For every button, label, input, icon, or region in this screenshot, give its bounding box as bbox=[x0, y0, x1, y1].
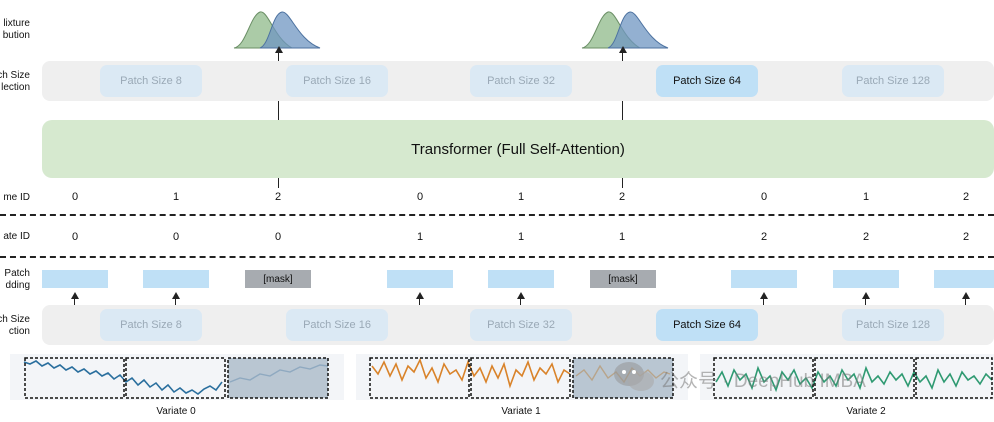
mixture-distribution-label: lixture bution bbox=[2, 18, 30, 41]
variate-id: 1 bbox=[517, 231, 525, 243]
variate-2-series bbox=[700, 354, 994, 400]
embed-arrow-head bbox=[172, 292, 180, 299]
embed-arrow-head bbox=[71, 292, 79, 299]
variate-id: 2 bbox=[962, 231, 970, 243]
variate-id: 0 bbox=[172, 231, 180, 243]
variate-label-1: Variate 1 bbox=[501, 406, 541, 417]
patch-size-16-bottom: Patch Size 16 bbox=[286, 309, 388, 341]
patch-size-128-bottom: Patch Size 128 bbox=[842, 309, 944, 341]
patch-embedding bbox=[488, 270, 554, 288]
embed-arrow-stem bbox=[520, 298, 521, 306]
embed-arrow-stem bbox=[965, 298, 966, 306]
variate-label-2: Variate 2 bbox=[846, 406, 886, 417]
variate-id: 0 bbox=[71, 231, 79, 243]
dist-arrow-stem-1 bbox=[278, 52, 279, 62]
patch-size-16-top: Patch Size 16 bbox=[286, 65, 388, 97]
variate-0-series bbox=[10, 354, 344, 400]
connector-top-1 bbox=[278, 101, 279, 120]
embed-arrow-head bbox=[862, 292, 870, 299]
embed-arrow-head bbox=[760, 292, 768, 299]
patch-size-selection-label-bottom: ch Size ction bbox=[0, 314, 30, 337]
embed-arrow-head bbox=[517, 292, 525, 299]
patch-size-selection-label-top: tch Size lection bbox=[0, 70, 30, 93]
patch-size-64-top: Patch Size 64 bbox=[656, 65, 758, 97]
embed-arrow-stem bbox=[419, 298, 420, 306]
embed-arrow-stem bbox=[763, 298, 764, 306]
dist-arrow-stem-2 bbox=[622, 52, 623, 62]
time-id: 0 bbox=[416, 191, 424, 203]
divider-dashed-2 bbox=[0, 256, 994, 258]
embed-arrow-stem bbox=[175, 298, 176, 306]
patch-embedding bbox=[934, 270, 994, 288]
patch-embedding bbox=[731, 270, 797, 288]
connector-mid-1 bbox=[278, 178, 279, 188]
patch-embedding bbox=[833, 270, 899, 288]
mask-token: [mask] bbox=[245, 270, 311, 288]
patch-size-64-bottom: Patch Size 64 bbox=[656, 309, 758, 341]
time-id: 0 bbox=[71, 191, 79, 203]
time-id: 1 bbox=[862, 191, 870, 203]
mixture-distribution-2 bbox=[581, 11, 669, 49]
patch-size-8-bottom: Patch Size 8 bbox=[100, 309, 202, 341]
embed-arrow-head bbox=[962, 292, 970, 299]
time-series-strip bbox=[10, 354, 994, 400]
time-id: 2 bbox=[274, 191, 282, 203]
time-id: 2 bbox=[618, 191, 626, 203]
mask-token: [mask] bbox=[590, 270, 656, 288]
transformer-block: Transformer (Full Self-Attention) bbox=[42, 120, 994, 178]
mixture-distribution-1 bbox=[233, 11, 321, 49]
patch-embedding-label: Patch dding bbox=[4, 268, 30, 291]
patch-size-32-top: Patch Size 32 bbox=[470, 65, 572, 97]
connector-mid-2 bbox=[622, 178, 623, 188]
embed-arrow-stem bbox=[74, 298, 75, 306]
patch-embedding bbox=[143, 270, 209, 288]
variate-id: 2 bbox=[760, 231, 768, 243]
dist-arrow-head-1 bbox=[275, 46, 283, 53]
time-id-label: me ID bbox=[3, 192, 30, 203]
variate-id: 0 bbox=[274, 231, 282, 243]
time-id: 2 bbox=[962, 191, 970, 203]
divider-dashed-1 bbox=[0, 214, 994, 216]
patch-size-128-top: Patch Size 128 bbox=[842, 65, 944, 97]
variate-id-label: ate ID bbox=[3, 231, 30, 242]
time-id: 0 bbox=[760, 191, 768, 203]
connector-top-2 bbox=[622, 101, 623, 120]
time-id: 1 bbox=[517, 191, 525, 203]
patch-embedding bbox=[42, 270, 108, 288]
variate-id: 1 bbox=[416, 231, 424, 243]
variate-id: 2 bbox=[862, 231, 870, 243]
variate-label-0: Variate 0 bbox=[156, 406, 196, 417]
patch-size-8-top: Patch Size 8 bbox=[100, 65, 202, 97]
dist-arrow-head-2 bbox=[619, 46, 627, 53]
wechat-icon bbox=[614, 362, 654, 391]
time-id: 1 bbox=[172, 191, 180, 203]
watermark-text: 公众号 · DeepHub IMBA bbox=[660, 371, 866, 392]
variate-id: 1 bbox=[618, 231, 626, 243]
embed-arrow-stem bbox=[865, 298, 866, 306]
patch-size-32-bottom: Patch Size 32 bbox=[470, 309, 572, 341]
patch-embedding bbox=[387, 270, 453, 288]
embed-arrow-head bbox=[416, 292, 424, 299]
